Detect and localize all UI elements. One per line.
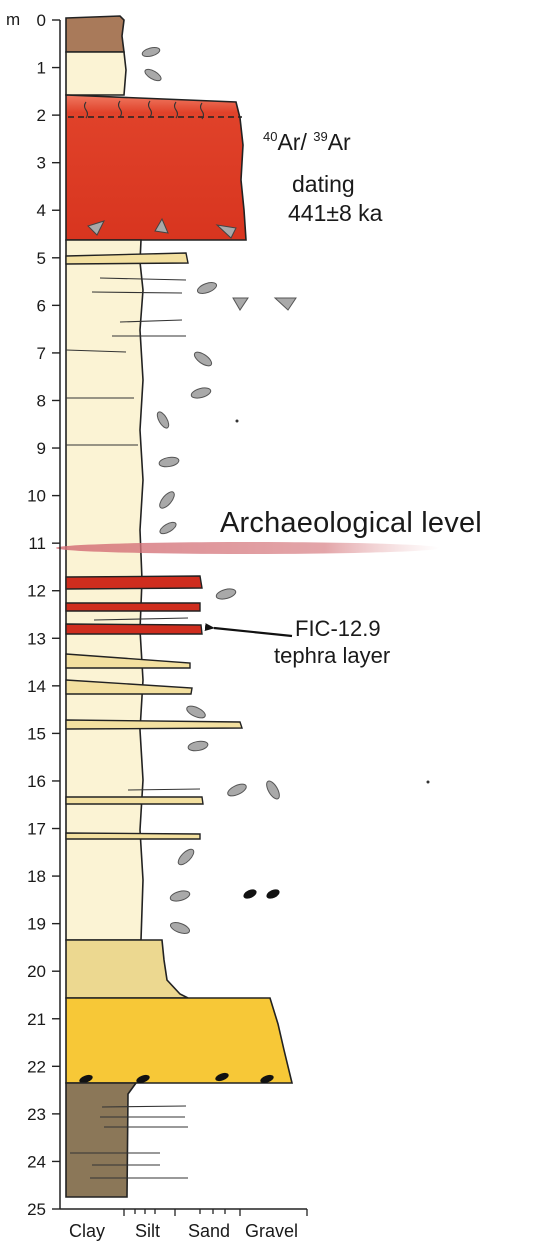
sand-lens-17-2m (66, 833, 200, 839)
depth-tick-label: 3 (37, 154, 46, 173)
dating-label: dating (292, 173, 355, 196)
depth-tick-label: 18 (27, 867, 46, 886)
clay-sand-layer (66, 940, 188, 998)
depth-tick-label: 25 (27, 1200, 46, 1219)
depth-tick-label: 11 (28, 534, 46, 553)
depth-tick-label: 14 (27, 677, 46, 696)
tephra-desc-label: tephra layer (274, 645, 390, 667)
grain-size-label-sand: Sand (188, 1222, 230, 1240)
depth-tick-label: 22 (27, 1057, 46, 1076)
archaeological-level-label: Archaeological level (220, 509, 482, 538)
ar-ar-dating-label: 40Ar/ 39Ar (263, 130, 351, 154)
depth-tick-label: 4 (37, 201, 46, 220)
isotope-39: 39 (313, 129, 327, 144)
depth-tick-label: 1 (37, 59, 46, 78)
isotope-40: 40 (263, 129, 277, 144)
depth-axis-ticks: 0123456789101112131415161718192021222324… (27, 11, 60, 1219)
depth-tick-label: 21 (27, 1010, 46, 1029)
tephra-layer-12-4m (66, 603, 200, 611)
depth-tick-label: 23 (27, 1105, 46, 1124)
depth-tick-label: 9 (37, 439, 46, 458)
bone-fragments (242, 887, 281, 900)
tephra-name-label: FIC-12.9 (295, 618, 381, 640)
upper-silt-layer (66, 52, 126, 95)
dot-mark (427, 781, 430, 784)
depth-tick-label: 5 (37, 249, 46, 268)
age-label: 441±8 ka (288, 202, 382, 225)
grain-size-label-gravel: Gravel (245, 1222, 298, 1240)
grain-size-axis-ticks (124, 1209, 307, 1216)
depth-tick-label: 13 (27, 629, 46, 648)
depth-tick-label: 16 (27, 772, 46, 791)
depth-tick-label: 10 (27, 487, 46, 506)
ar-text-2: Ar (328, 129, 351, 155)
depth-tick-label: 12 (27, 582, 46, 601)
sand-lens-16-5m (66, 797, 203, 804)
basal-clay-layer (66, 1083, 136, 1197)
ar-text-1: Ar/ (277, 129, 313, 155)
archaeological-level-band (56, 542, 440, 554)
grain-size-label-clay: Clay (69, 1222, 105, 1240)
dot-mark (236, 420, 239, 423)
sand-lens-14-9m (66, 720, 242, 729)
depth-unit-label: m (6, 11, 20, 28)
tephra-arrow (214, 628, 292, 636)
tephra-layer-11-9m (66, 576, 202, 589)
topsoil-layer (66, 16, 124, 52)
depth-tick-label: 0 (37, 11, 46, 30)
grain-size-label-silt: Silt (135, 1222, 160, 1240)
depth-tick-label: 24 (27, 1152, 46, 1171)
gravel-layer (66, 998, 292, 1083)
depth-tick-label: 20 (27, 962, 46, 981)
depth-tick-label: 2 (37, 106, 46, 125)
tephra-layer-fic-12-9 (66, 624, 202, 634)
depth-tick-label: 19 (27, 915, 46, 934)
depth-tick-label: 7 (37, 344, 46, 363)
depth-tick-label: 8 (37, 391, 46, 410)
depth-tick-label: 17 (27, 820, 46, 839)
depth-tick-label: 6 (37, 296, 46, 315)
depth-tick-label: 15 (27, 724, 46, 743)
